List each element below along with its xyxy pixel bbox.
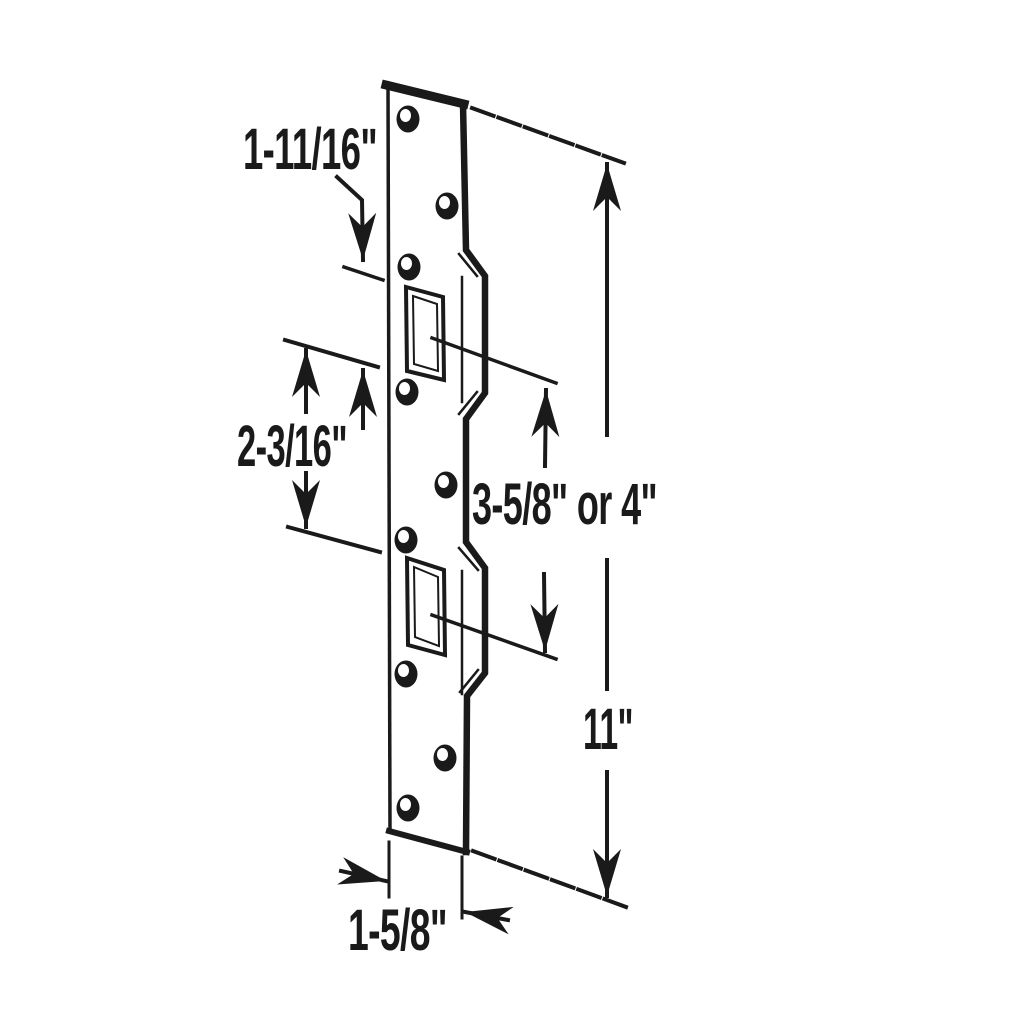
dim-between-openings: 2-3/16" bbox=[237, 337, 383, 555]
dim-centerline-top-latch bbox=[429, 335, 559, 386]
plate-bottom-edge bbox=[385, 827, 471, 856]
latch-opening-bottom-outer bbox=[404, 555, 448, 658]
screw-hole-6 bbox=[394, 526, 418, 554]
bend-inner-line-top-lower bbox=[457, 390, 479, 416]
bend-inner-line-bottom-lower bbox=[458, 668, 480, 694]
dim-centerline-bottom-latch bbox=[429, 612, 559, 662]
dim-label-plate-width: 1-5/8" bbox=[348, 898, 447, 963]
bend-inner-line-bottom-upper bbox=[457, 546, 480, 572]
dim-label-overall-length: 11" bbox=[583, 697, 633, 762]
dim-label-between-openings: 2-3/16" bbox=[237, 414, 347, 479]
screw-hole-2 bbox=[435, 192, 459, 220]
latch-opening-top bbox=[403, 284, 447, 383]
screw-hole-8 bbox=[433, 744, 457, 772]
screw-hole-7 bbox=[394, 660, 418, 688]
plate-outline bbox=[380, 79, 489, 856]
dim-label-bolt-spacing: 3-5/8" or 4" bbox=[472, 472, 657, 537]
dim-bolt-spacing: 3-5/8" or 4" bbox=[429, 335, 658, 662]
latch-opening-top-inner bbox=[411, 294, 440, 373]
dim-extension-line-top-right bbox=[469, 105, 627, 166]
latch-opening-bottom-inner bbox=[412, 565, 441, 648]
dim-plate-width-right-arrow bbox=[337, 857, 389, 885]
screw-hole-5 bbox=[434, 471, 458, 499]
plate-left-edge bbox=[386, 82, 392, 833]
dim-plate-width-left-arrow bbox=[462, 906, 514, 935]
dim-extension-line-lower-left bbox=[285, 524, 383, 555]
screw-hole-3 bbox=[397, 253, 421, 281]
screw-holes bbox=[394, 105, 459, 822]
dim-top-offset-tick bbox=[341, 264, 386, 283]
dim-overall-length: 11" bbox=[469, 105, 634, 910]
dim-plate-width: 1-5/8" bbox=[337, 840, 514, 963]
dim-label-top-offset: 1-11/16" bbox=[243, 117, 377, 182]
plate-right-edge bbox=[459, 100, 489, 856]
latch-opening-top-outer bbox=[403, 284, 447, 383]
screw-hole-4 bbox=[395, 378, 419, 406]
dim-extension-line-bottom-right bbox=[470, 848, 629, 910]
dim-top-offset-leader-arrow bbox=[334, 174, 377, 263]
dim-bolt-spacing-down-arrow bbox=[530, 571, 559, 654]
screw-hole-1 bbox=[396, 105, 420, 133]
plate-top-edge bbox=[380, 79, 470, 110]
bend-inner-line-top-upper bbox=[457, 252, 479, 278]
screw-hole-9 bbox=[396, 794, 420, 822]
dim-bolt-spacing-up-arrow bbox=[531, 387, 560, 469]
latch-opening-bottom bbox=[404, 555, 448, 658]
dim-top-offset: 1-11/16" bbox=[243, 117, 386, 430]
dim-extension-line-upper-left bbox=[282, 337, 381, 370]
